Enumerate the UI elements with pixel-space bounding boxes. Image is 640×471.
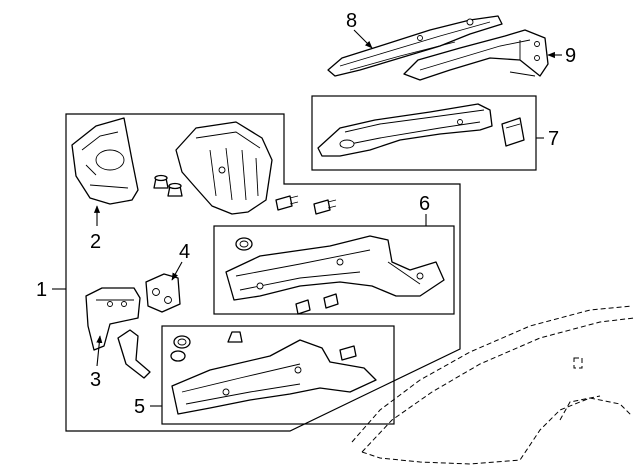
part-bolt-a[interactable] [275, 195, 299, 211]
part-bushing-5b[interactable] [170, 350, 186, 362]
part-nut-5[interactable] [227, 331, 243, 343]
callout-2: 2 [90, 231, 101, 253]
callout-6: 6 [419, 193, 430, 215]
part-bracket-7[interactable] [501, 117, 525, 147]
callout-4: 4 [179, 241, 190, 263]
callout-5: 5 [134, 396, 145, 418]
part-reinforcement-3[interactable] [85, 287, 141, 351]
callout-8: 8 [346, 10, 357, 32]
part-bolt-5[interactable] [339, 345, 357, 361]
leader-4 [171, 261, 183, 281]
callout-1: 1 [36, 279, 47, 301]
group-frame-6 [213, 225, 455, 315]
part-wheelhouse-2[interactable] [71, 117, 139, 205]
part-grommet-b[interactable] [167, 182, 183, 197]
callout-3: 3 [90, 369, 101, 391]
part-brace[interactable] [117, 329, 151, 379]
leader-8 [353, 29, 373, 49]
callout-7: 7 [548, 128, 559, 150]
part-frame-rail-6[interactable] [225, 235, 445, 301]
group-frame-7 [311, 95, 537, 171]
part-bushing-6[interactable] [235, 237, 253, 251]
part-side-rail-7[interactable] [317, 103, 493, 157]
part-bushing-5a[interactable] [173, 335, 191, 349]
group-frame-1 [65, 113, 461, 432]
part-bolt-b[interactable] [313, 199, 337, 215]
fender-outline [351, 305, 635, 465]
part-apron-inner[interactable] [175, 121, 273, 215]
part-mount-4[interactable] [145, 273, 181, 313]
leader-3 [96, 335, 103, 367]
part-bolt-6a[interactable] [295, 299, 311, 315]
part-grommet-a[interactable] [153, 174, 169, 189]
part-lower-rail-5[interactable] [171, 339, 377, 415]
part-bolt-6b[interactable] [323, 293, 339, 309]
callout-9: 9 [565, 45, 576, 67]
part-upper-rail-extension-9[interactable] [403, 29, 549, 81]
group-frame-5 [161, 325, 395, 425]
part-upper-rail-8[interactable] [327, 15, 503, 77]
